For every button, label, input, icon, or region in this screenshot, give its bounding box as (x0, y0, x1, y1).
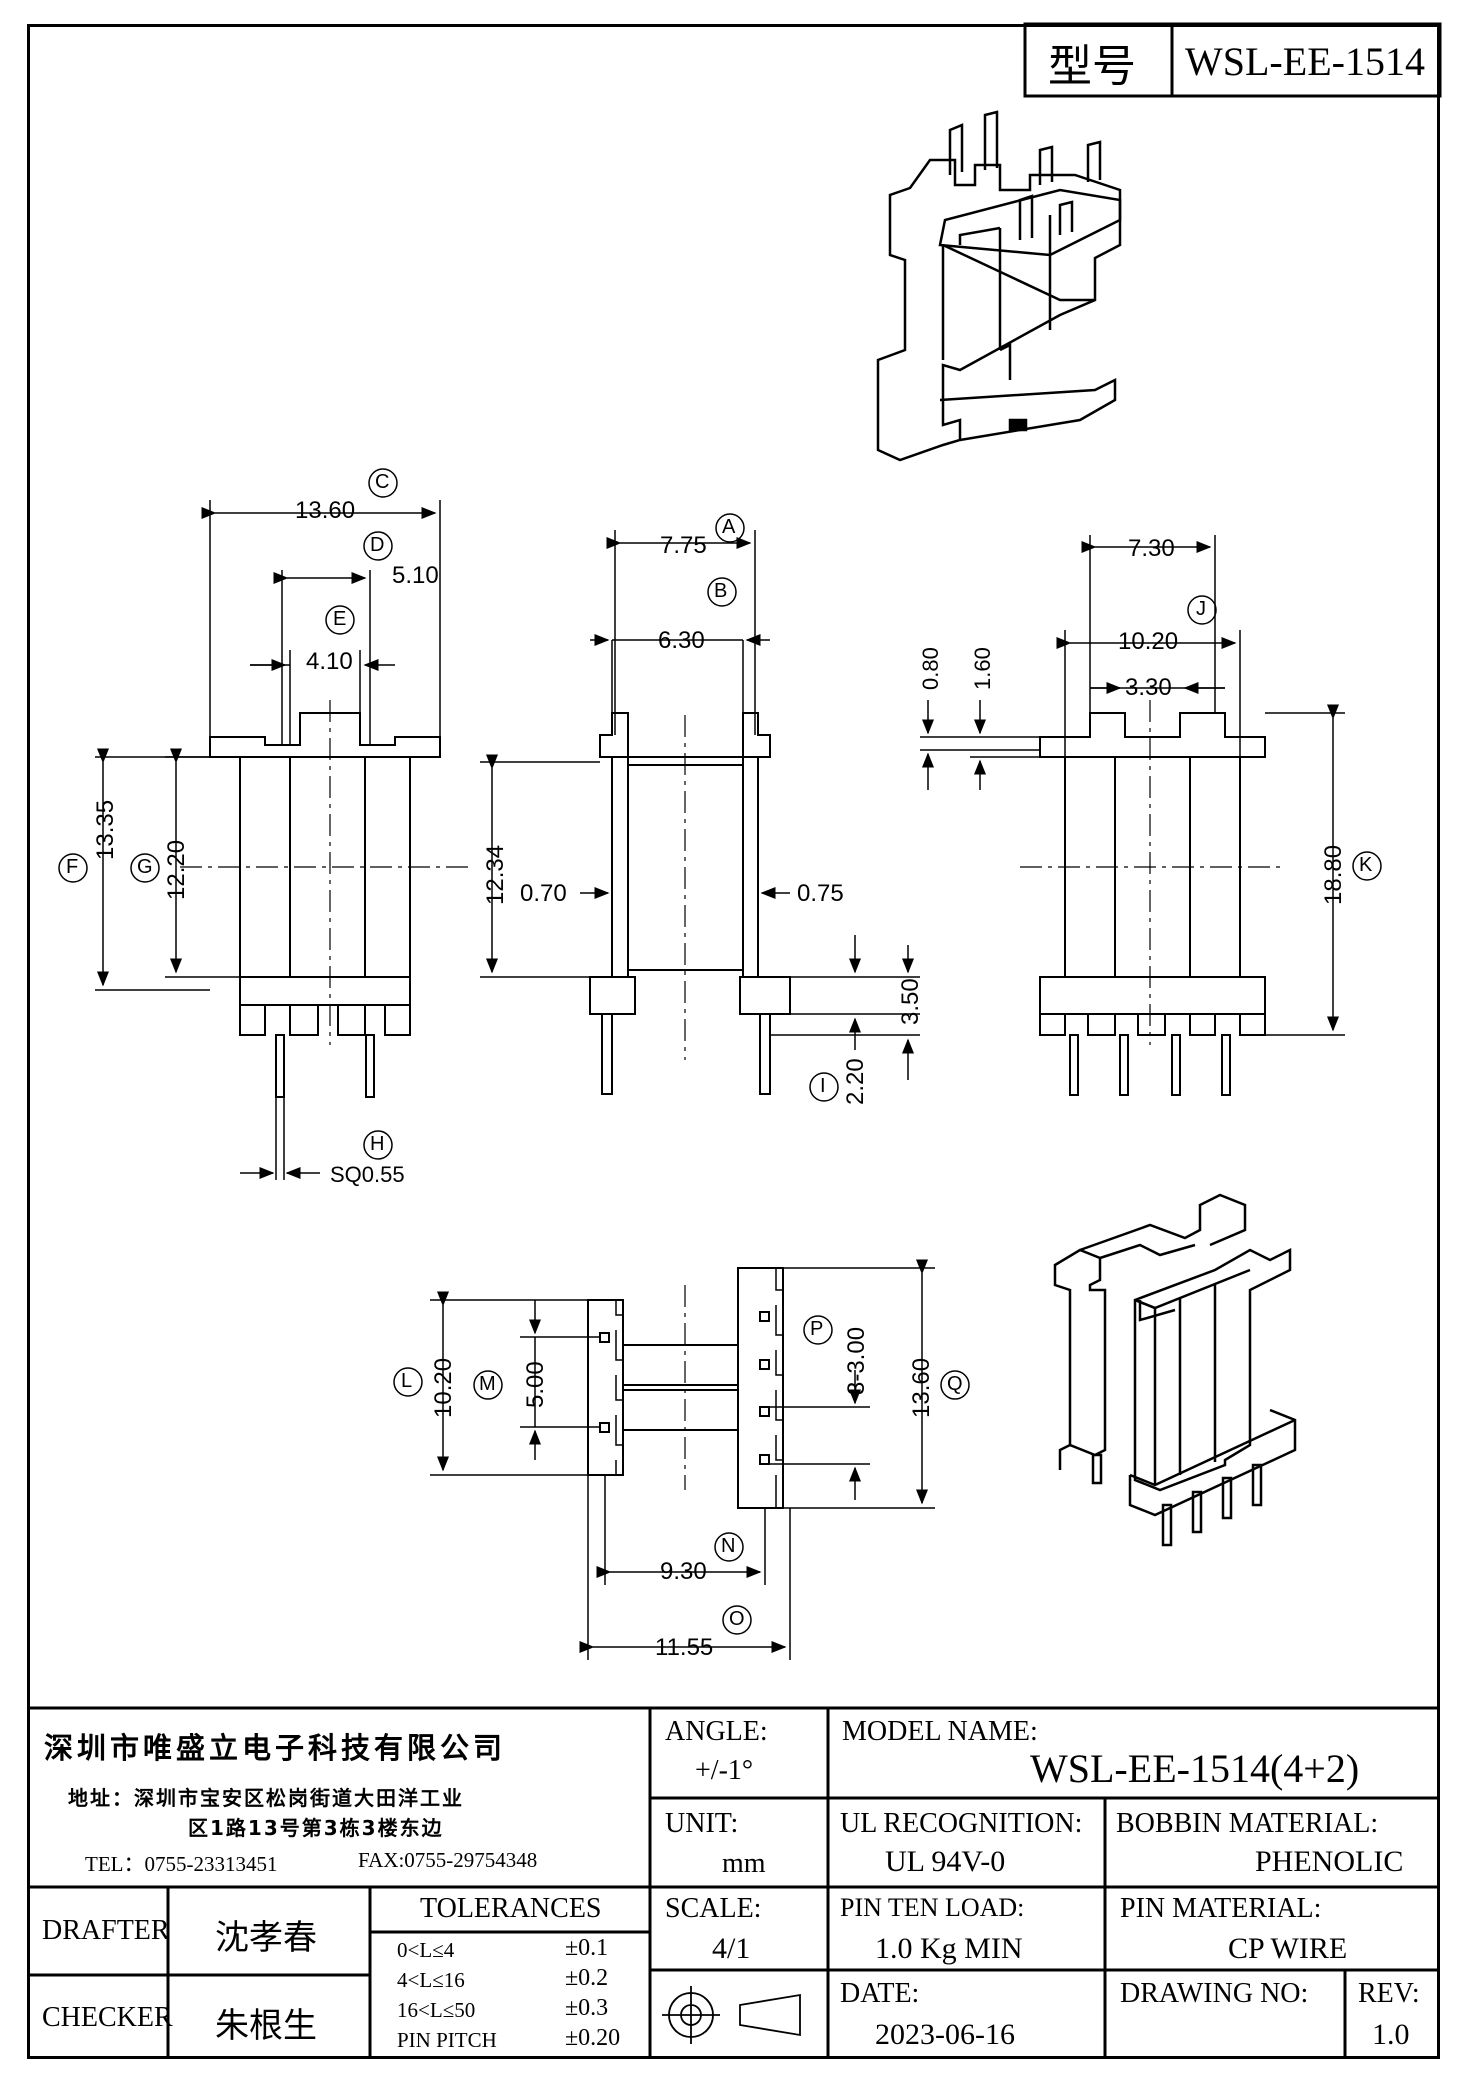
drawing-frame (27, 24, 1440, 2059)
dim-0-80: 0.80 (918, 647, 943, 690)
pin-material-label: PIN MATERIAL: (1120, 1893, 1322, 1924)
drafter-name: 沈孝春 (215, 1918, 317, 1958)
callout-g: G (137, 856, 153, 878)
company-tel: TEL：0755-23313451 (85, 1852, 278, 1876)
dim-9-30: 9.30 (660, 1558, 707, 1585)
section-view (480, 530, 920, 1095)
dim-5-10: 5.10 (392, 562, 439, 589)
angle-label: ANGLE: (665, 1716, 768, 1747)
callout-k: K (1359, 854, 1373, 876)
dim-4-10: 4.10 (306, 648, 353, 675)
bottom-view (430, 1259, 935, 1660)
dim-13-60-bottom: 13.60 (908, 1357, 935, 1418)
bobbin-label: BOBBIN MATERIAL: (1116, 1808, 1379, 1839)
callout-q: Q (947, 1373, 963, 1395)
company-address-2: 区1路13号第3栋3楼东边 (188, 1816, 444, 1840)
callout-e: E (333, 608, 347, 630)
dim-3-50: 3.50 (897, 978, 924, 1025)
model-name-label: MODEL NAME: (842, 1716, 1038, 1747)
rev-label: REV: (1358, 1978, 1420, 2009)
dim-5-00: 5.00 (522, 1361, 549, 1408)
callout-p: P (810, 1318, 824, 1340)
dim-10-20-bottom: 10.20 (430, 1357, 457, 1418)
date-label: DATE: (840, 1978, 920, 2009)
dim-7-30: 7.30 (1128, 535, 1175, 562)
company-address-1: 地址：深圳市宝安区松岗街道大田洋工业 (68, 1786, 464, 1810)
title-block-lines (27, 22, 1442, 2059)
dim-0-75: 0.75 (797, 880, 844, 907)
dim-13-60: 13.60 (295, 497, 356, 524)
rev-value: 1.0 (1372, 2018, 1410, 2051)
callout-o: O (729, 1608, 745, 1630)
callout-a: A (722, 516, 736, 538)
dim-10-20-side: 10.20 (1118, 628, 1179, 655)
dim-1-60: 1.60 (970, 647, 995, 690)
tolerance-value: ±0.20 (565, 2025, 621, 2051)
callout-j: J (1196, 598, 1206, 620)
tolerance-value: ±0.2 (565, 1965, 609, 1991)
checker-label: CHECKER (42, 2002, 173, 2033)
callout-circles (58, 468, 1382, 1635)
callout-b: B (714, 580, 728, 602)
callout-n: N (721, 1535, 736, 1557)
dim-18-80: 18.80 (1320, 844, 1347, 905)
dim-6-30: 6.30 (658, 627, 705, 654)
date-value: 2023-06-16 (875, 2018, 1015, 2051)
drawing-no-label: DRAWING NO: (1120, 1978, 1309, 2009)
side-view (920, 535, 1345, 1096)
callout-h: H (370, 1133, 385, 1155)
callout-c: C (375, 471, 390, 493)
ul-value: UL 94V-0 (885, 1845, 1006, 1878)
dim-3-3-00: 3-3.00 (843, 1326, 870, 1395)
checker-name: 朱根生 (215, 2006, 317, 2046)
tolerances-header: TOLERANCES (420, 1893, 602, 1924)
pin-material-value: CP WIRE (1228, 1932, 1348, 1965)
dim-11-55: 11.55 (655, 1634, 714, 1661)
model-value-top: WSL-EE-1514 (1185, 39, 1425, 84)
iso-view-bottom (1053, 1193, 1297, 1547)
tolerance-range: PIN PITCH (397, 2028, 497, 2052)
company-fax: FAX:0755-29754348 (358, 1848, 538, 1872)
callout-m: M (479, 1373, 496, 1395)
callout-f: F (66, 856, 79, 878)
dim-0-70: 0.70 (520, 880, 567, 907)
scale-label: SCALE: (665, 1893, 762, 1924)
pin-ten-load-value: 1.0 Kg MIN (875, 1932, 1023, 1965)
front-view (95, 500, 470, 1180)
dim-12-20: 12.20 (163, 839, 190, 900)
model-label-cn: 型号 (1048, 41, 1136, 92)
drafter-label: DRAFTER (42, 1915, 170, 1946)
bobbin-value: PHENOLIC (1255, 1845, 1404, 1878)
tolerance-range: 0<L≤4 (397, 1938, 455, 1962)
dim-sq0-55: SQ0.55 (330, 1162, 405, 1187)
scale-value: 4/1 (712, 1932, 751, 1965)
dim-2-20: 2.20 (842, 1058, 869, 1105)
tolerance-range: 4<L≤16 (397, 1968, 465, 1992)
tolerance-value: ±0.3 (565, 1995, 609, 2021)
dim-7-75: 7.75 (660, 532, 707, 559)
callout-i: I (820, 1075, 826, 1097)
unit-value: mm (722, 1848, 766, 1879)
angle-value: +/-1° (695, 1755, 754, 1786)
company-name: 深圳市唯盛立电子科技有限公司 (44, 1731, 507, 1765)
callout-l: L (401, 1370, 413, 1392)
dim-12-34: 12.34 (482, 844, 509, 905)
callout-d: D (370, 534, 385, 556)
pin-ten-load-label: PIN TEN LOAD: (840, 1893, 1025, 1922)
model-name-value: WSL-EE-1514(4+2) (1030, 1746, 1360, 1791)
iso-view-top (876, 110, 1122, 462)
dim-3-30: 3.30 (1125, 674, 1172, 701)
dim-13-35: 13.35 (92, 799, 119, 860)
ul-label: UL RECOGNITION: (840, 1808, 1083, 1839)
projection-symbol (662, 1986, 801, 2044)
tolerance-value: ±0.1 (565, 1935, 609, 1961)
tolerance-range: 16<L≤50 (397, 1998, 476, 2022)
unit-label: UNIT: (665, 1808, 739, 1839)
